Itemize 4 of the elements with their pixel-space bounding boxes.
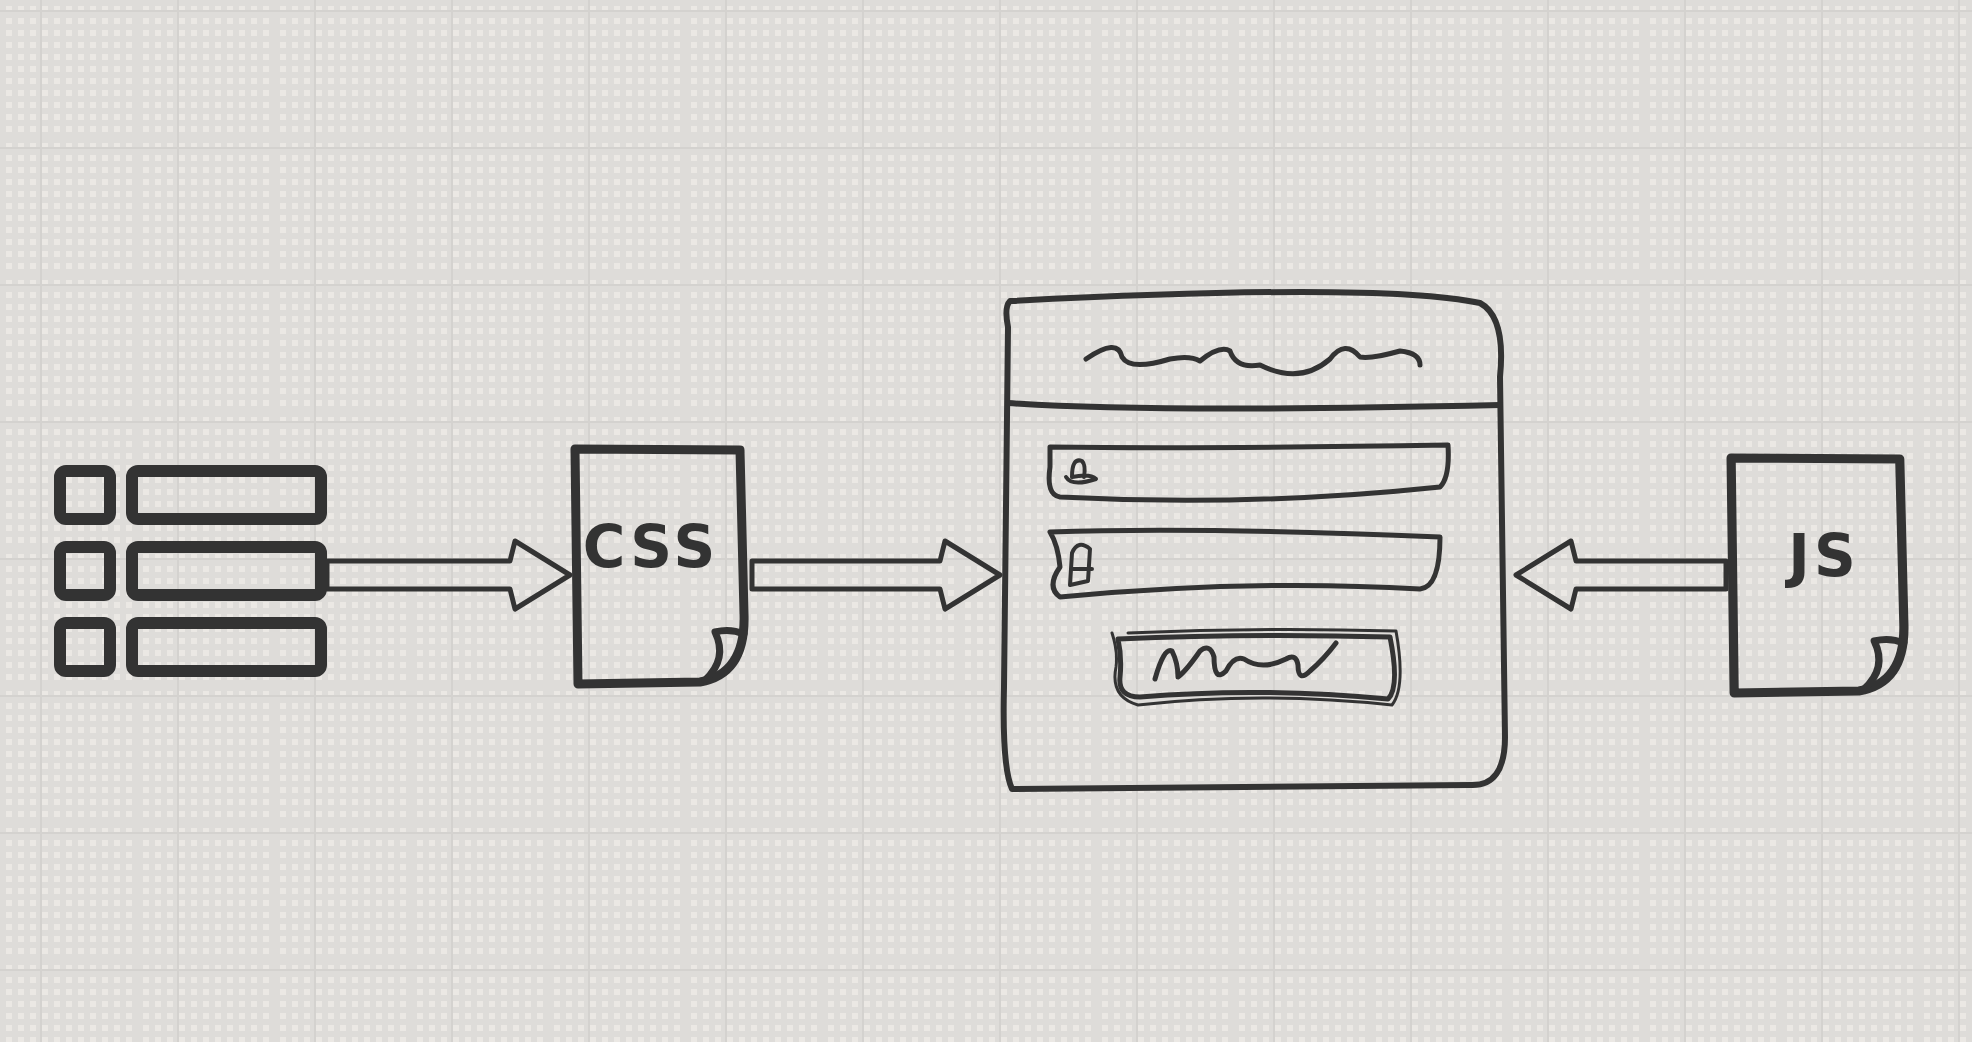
file-type-label: CSS	[582, 512, 720, 581]
block-arrow	[324, 538, 573, 612]
block-arrow	[1513, 538, 1729, 612]
block-arrow	[749, 538, 1003, 612]
